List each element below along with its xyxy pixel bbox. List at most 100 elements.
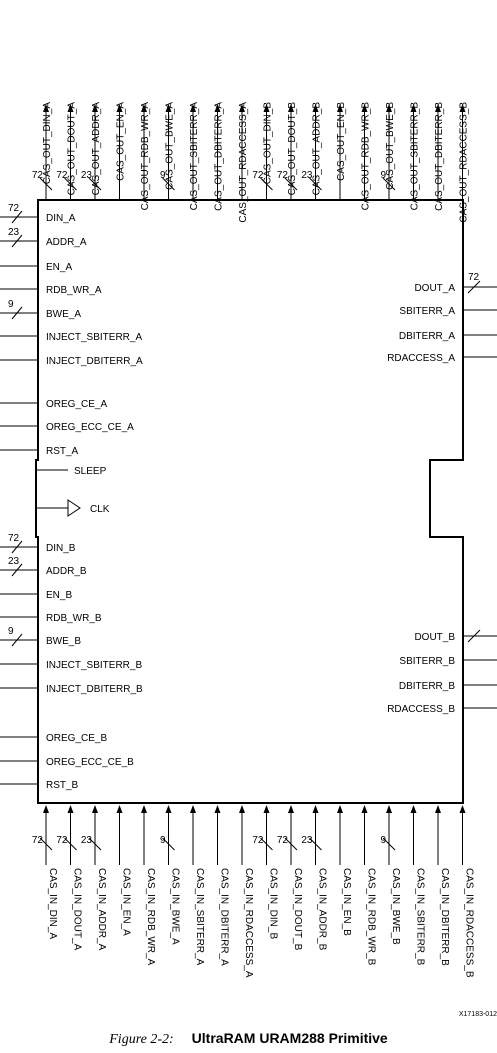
top-pin-cas-out-sbiterr-a: CAS_OUT_SBITERR_A	[189, 102, 200, 211]
left-pin-inject-sbiterr-b: INJECT_SBITERR_B	[0, 660, 142, 671]
right-bus-dout-b	[467, 629, 481, 643]
bus-slash	[11, 306, 23, 320]
arrow-up-icon	[337, 805, 343, 813]
pin-label: CAS_OUT_RDACCESS_B	[459, 102, 470, 223]
pin-label: CAS_IN_SBITERR_A	[194, 868, 205, 966]
bus-width: 72	[56, 835, 68, 846]
pin-label: DBITERR_B	[399, 681, 455, 692]
arrow-up-icon	[67, 104, 74, 112]
right-output-pins: DOUT_ASBITERR_ADBITERR_ARDACCESS_ADOUT_B…	[387, 272, 497, 715]
bus-slash	[11, 563, 23, 577]
pin-label: CAS_IN_DOUT_A	[72, 868, 83, 951]
bus-slash	[88, 837, 102, 851]
pin-label: CAS_IN_ADDR_A	[96, 868, 107, 951]
pin-label: DOUT_B	[414, 632, 455, 643]
arrow-up-icon	[141, 104, 147, 112]
top-pin-cas-out-rdb-wr-a: CAS_OUT_RDB_WR_A	[140, 102, 151, 211]
pin-label: CAS_OUT_DIN_B	[263, 102, 274, 185]
pin-label: OREG_CE_B	[46, 733, 107, 744]
figure-caption: Figure 2-2:UltraRAM URAM288 Primitive	[0, 1030, 497, 1048]
clk-triangle-icon	[67, 499, 81, 517]
bus-slash	[162, 837, 175, 851]
left-pin-bwe-b: BWE_B9	[0, 626, 81, 647]
bus-width: 72	[277, 835, 289, 846]
pin-label: BWE_A	[46, 309, 81, 320]
left-pin-inject-dbiterr-a: INJECT_DBITERR_A	[0, 356, 143, 367]
pin-label: SBITERR_B	[399, 656, 455, 667]
pin-label: CAS_OUT_RDB_WR_B	[361, 102, 372, 211]
pin-label: OREG_CE_A	[46, 399, 107, 410]
top-pin-cas-out-addr-b: CAS_OUT_ADDR_B23	[301, 102, 323, 200]
pin-label: RST_A	[46, 446, 79, 457]
arrow-up-icon	[459, 104, 466, 112]
pin-label: DIN_B	[46, 543, 76, 554]
pin-label: CAS_OUT_BWE_B	[385, 102, 396, 190]
pin-label: CAS_OUT_BWE_A	[165, 102, 176, 190]
arrow-up-icon	[190, 805, 196, 813]
left-pin-oreg-ce-b: OREG_CE_B	[0, 733, 107, 744]
top-pin-cas-out-din-a: CAS_OUT_DIN_A72	[32, 102, 53, 200]
pin-label: CAS_OUT_EN_A	[116, 102, 127, 181]
left-pin-rdb-wr-b: RDB_WR_B	[0, 613, 102, 624]
arrow-up-icon	[239, 104, 245, 112]
bus-width: 9	[380, 170, 386, 181]
top-pin-cas-out-dout-a: CAS_OUT_DOUT_A72	[56, 102, 78, 200]
right-pin-rdaccess-a: RDACCESS_A	[387, 353, 497, 364]
bottom-pin-cas-in-rdaccess-a: CAS_IN_RDACCESS_A	[239, 805, 254, 978]
bottom-pin-cas-in-bwe-a: CAS_IN_BWE_A9	[160, 805, 181, 945]
arrow-up-icon	[337, 104, 343, 112]
bus-width: 23	[81, 835, 93, 846]
arrow-up-icon	[92, 104, 98, 112]
pin-label: INJECT_DBITERR_A	[46, 356, 143, 367]
left-pin-oreg-ce-a: OREG_CE_A	[0, 399, 107, 410]
bus-width: 72	[8, 533, 20, 544]
bus-width: 72	[32, 170, 44, 181]
bottom-pin-cas-in-rdb-wr-b: CAS_IN_RDB_WR_B	[361, 805, 377, 966]
left-pin-inject-sbiterr-a: INJECT_SBITERR_A	[0, 332, 142, 343]
pin-label: CAS_IN_RDACCESS_B	[464, 868, 475, 978]
left-pin-din-a: DIN_A72	[0, 203, 76, 224]
right-pin-sbiterr-a: SBITERR_A	[399, 306, 497, 317]
bus-width: 23	[8, 556, 20, 567]
bus-slash	[88, 177, 102, 191]
bus-width: 72	[32, 835, 44, 846]
bus-width: 72	[252, 835, 264, 846]
arrow-up-icon	[43, 104, 49, 112]
pin-label: DIN_A	[46, 213, 76, 224]
bus-slash	[11, 234, 23, 248]
arrow-up-icon	[165, 805, 172, 813]
bus-slash	[382, 837, 396, 851]
drawing-id: X17183-012	[459, 1011, 497, 1018]
bus-slash	[382, 177, 396, 191]
arrow-up-icon	[312, 805, 319, 813]
bus-slash	[39, 837, 53, 851]
pin-label: CAS_IN_DIN_A	[47, 868, 58, 939]
arrow-up-icon	[165, 104, 172, 112]
arrow-up-icon	[214, 805, 221, 813]
bus-slash	[11, 540, 23, 554]
bus-slash	[260, 177, 273, 191]
bottom-pin-cas-in-rdaccess-b: CAS_IN_RDACCESS_B	[459, 805, 475, 978]
bus-slash	[162, 177, 175, 191]
top-pin-cas-out-rdb-wr-b: CAS_OUT_RDB_WR_B	[361, 102, 372, 211]
bus-slash	[11, 633, 23, 647]
sleep-pin: SLEEP	[36, 466, 107, 477]
bottom-pin-cas-in-rdb-wr-a: CAS_IN_RDB_WR_A	[141, 805, 156, 966]
pin-label: CAS_IN_DBITERR_B	[439, 868, 450, 966]
left-pin-en-a: EN_A	[0, 262, 72, 273]
left-pin-din-b: DIN_B 72	[0, 533, 76, 554]
bottom-pin-cas-in-din-a: CAS_IN_DIN_A 72	[32, 805, 58, 939]
bus-slash	[11, 210, 23, 224]
left-pin-addr-b: ADDR_B 23	[0, 556, 87, 577]
arrow-up-icon	[435, 805, 441, 813]
arrow-up-icon	[312, 104, 319, 112]
pin-label: CAS_OUT_RDB_WR_A	[140, 102, 151, 211]
arrow-up-icon	[43, 805, 49, 813]
pin-label: ADDR_B	[46, 566, 87, 577]
pin-label: RDB_WR_B	[46, 613, 102, 624]
bottom-pin-cas-in-dbiterr-b: CAS_IN_DBITERR_B	[435, 805, 450, 966]
left-pin-en-b: EN_B	[0, 590, 72, 601]
pin-label: OREG_ECC_CE_A	[46, 422, 134, 433]
